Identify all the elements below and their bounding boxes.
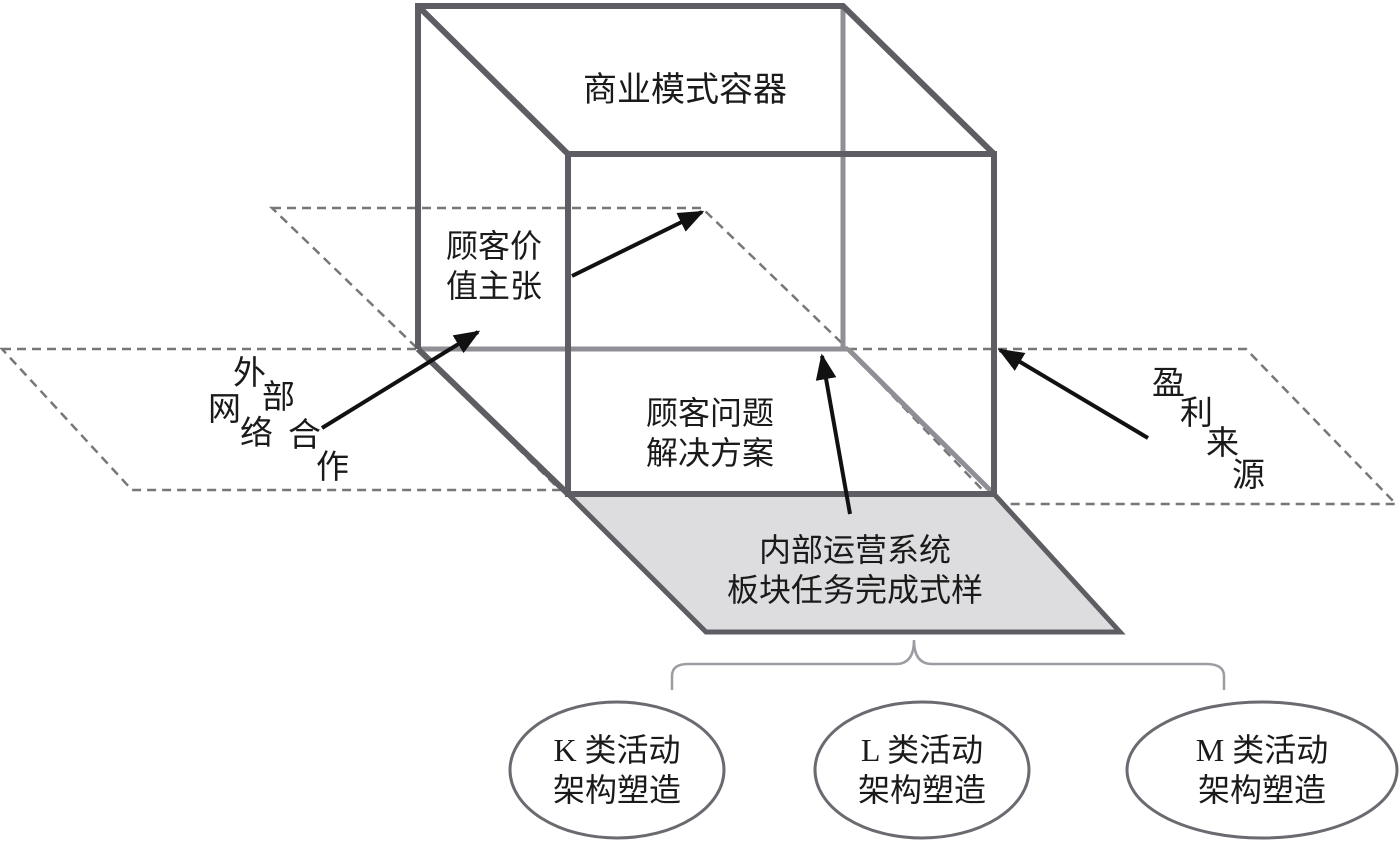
operations-label: 内部运营系统 板块任务完成式样 bbox=[690, 530, 1020, 610]
arrow-operations-to-solution bbox=[815, 353, 852, 515]
activity-l-ellipse bbox=[813, 700, 1031, 840]
cube-back-diagonal-edge bbox=[846, 347, 996, 496]
right-dashed-plane bbox=[845, 347, 1399, 506]
external-network-char-4: 络 bbox=[240, 416, 273, 452]
operations-line1: 内部运营系统 bbox=[758, 532, 951, 568]
activity-k-line2: 架构塑造 bbox=[552, 772, 681, 808]
activity-k-label: K 类活动 架构塑造 bbox=[537, 730, 697, 810]
external-network-char-6: 作 bbox=[316, 450, 349, 486]
solution-line2: 解决方案 bbox=[645, 435, 774, 471]
arrow-value-to-plane bbox=[571, 210, 705, 278]
activity-l-line2: 架构塑造 bbox=[857, 772, 986, 808]
activity-k-line1: K 类活动 bbox=[553, 732, 681, 768]
external-network-char-3: 网 bbox=[208, 392, 241, 428]
cube-bottom-left-edge bbox=[415, 346, 571, 497]
activity-m-line1: M 类活动 bbox=[1195, 732, 1329, 768]
solution-line1: 顾客问题 bbox=[645, 395, 774, 431]
activity-k-ellipse bbox=[508, 700, 726, 840]
activities-bracket bbox=[670, 639, 1226, 690]
arrow-network-to-value bbox=[320, 330, 481, 430]
external-network-char-5: 合 bbox=[288, 418, 321, 454]
solution-label: 顾客问题 解决方案 bbox=[620, 393, 800, 473]
profit-source-char-2: 利 bbox=[1180, 396, 1213, 432]
cube-front-face bbox=[565, 151, 997, 497]
arrow-profit-to-cube bbox=[997, 348, 1150, 440]
activity-m-line2: 架构塑造 bbox=[1197, 772, 1326, 808]
profit-source-char-1: 盈 bbox=[1152, 366, 1185, 402]
left-dashed-plane bbox=[0, 347, 564, 492]
activity-m-ellipse bbox=[1125, 700, 1399, 840]
activity-m-label: M 类活动 架构塑造 bbox=[1177, 730, 1347, 810]
external-network-char-2: 部 bbox=[262, 380, 295, 416]
cube-top-diagonal-edge bbox=[415, 3, 571, 157]
value-proposition-label: 顾客价 值主张 bbox=[424, 226, 564, 306]
profit-source-char-4: 源 bbox=[1232, 458, 1265, 494]
activity-l-line1: L 类活动 bbox=[860, 732, 984, 768]
activity-l-label: L 类活动 架构塑造 bbox=[842, 730, 1002, 810]
operations-line2: 板块任务完成式样 bbox=[726, 572, 983, 608]
container-label: 商业模式容器 bbox=[583, 72, 787, 109]
external-network-char-1: 外 bbox=[233, 356, 266, 392]
value-proposition-line2: 值主张 bbox=[445, 268, 542, 304]
value-proposition-line1: 顾客价 bbox=[445, 228, 542, 264]
profit-source-char-3: 来 bbox=[1206, 426, 1239, 462]
